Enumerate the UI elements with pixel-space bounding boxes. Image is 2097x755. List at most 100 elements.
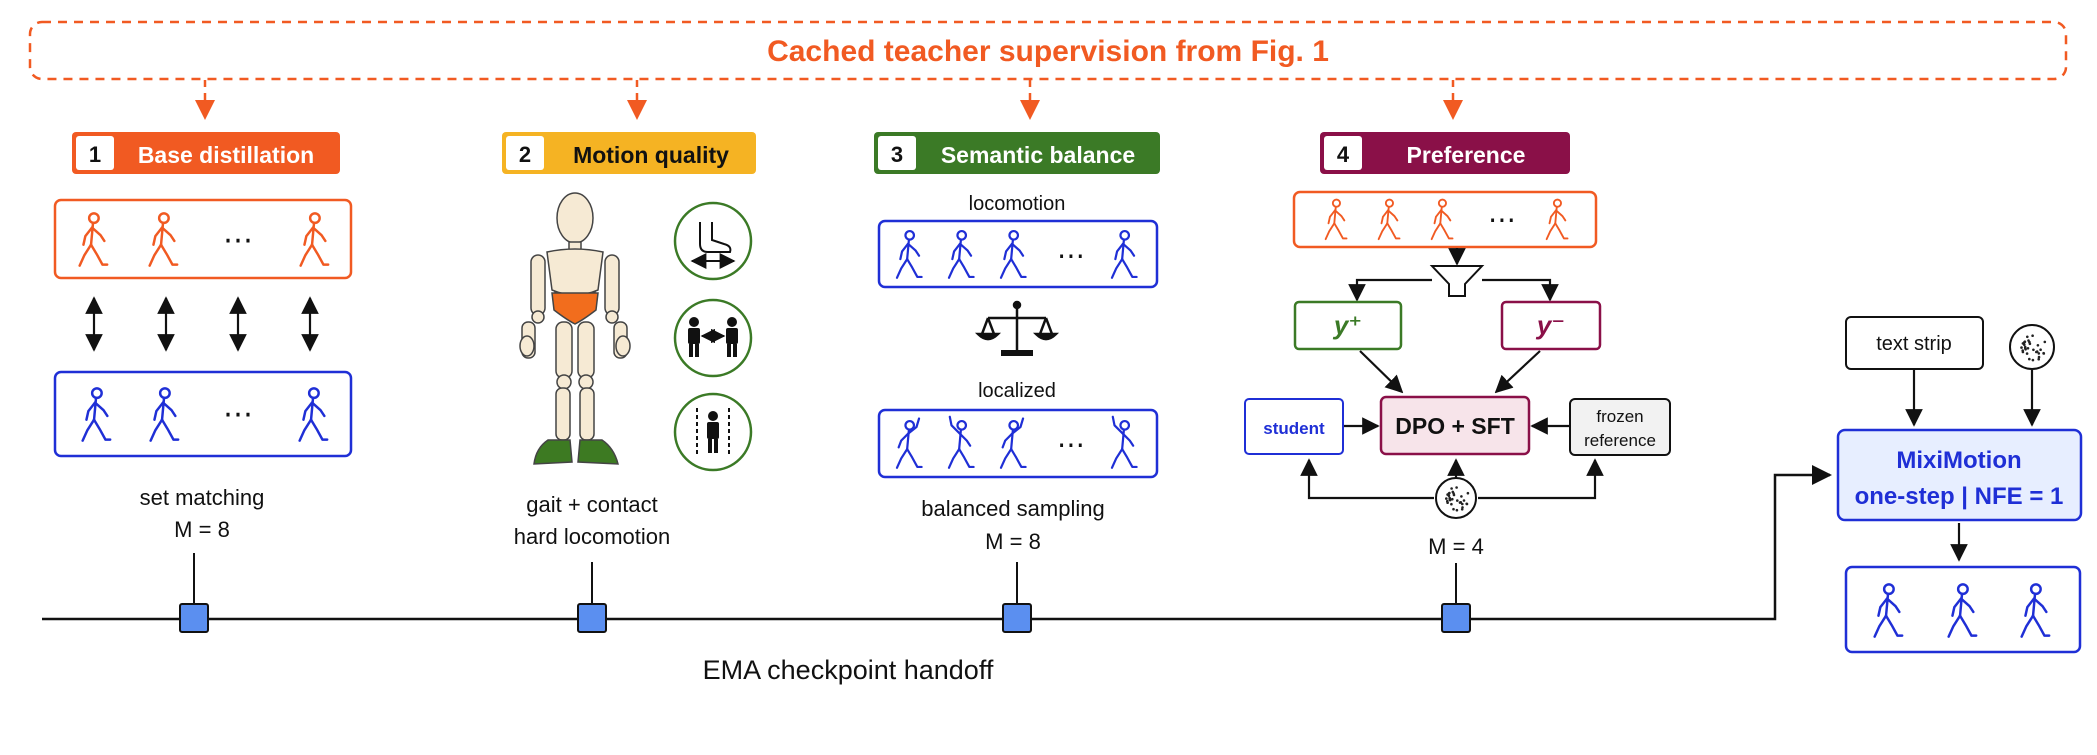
- teacher-motion-strip: [53, 198, 353, 280]
- output-noise-icon: [2009, 324, 2055, 370]
- stick-figure: [78, 212, 109, 267]
- text-strip-label: text strip: [1876, 333, 1952, 355]
- dpo-sft-label: DPO + SFT: [1395, 413, 1515, 439]
- stage-1-panel: ⋯ ⋯ set matching M = 8: [53, 198, 353, 542]
- locomotion-label: locomotion: [969, 193, 1066, 215]
- candidate-motion-strip: [1292, 190, 1598, 249]
- stage-4-number: 4: [1337, 142, 1350, 167]
- banner-border: [28, 20, 2068, 81]
- stage-3-caption: balanced sampling: [921, 496, 1104, 521]
- timeline-label: EMA checkpoint handoff: [703, 655, 994, 685]
- output-panel: text strip MixiMotion one-step | NFE = 1: [1836, 316, 2083, 654]
- stage-2-header: 2 Motion quality: [502, 132, 756, 174]
- stick-figure: [1873, 583, 1904, 638]
- stage-3-m-label: M = 8: [985, 529, 1041, 554]
- frozen-label-line-1: frozen: [1596, 407, 1643, 426]
- banner-title: Cached teacher supervision from Fig. 1: [767, 35, 1329, 68]
- stick-figure: [1324, 198, 1348, 241]
- wooden-mannequin-illustration: [519, 192, 631, 465]
- student-motion-strip: [53, 370, 353, 458]
- candidate-ellipsis: ⋯: [1488, 204, 1516, 235]
- locomotion-figures: [895, 229, 1138, 279]
- stick-figure: [299, 212, 330, 267]
- stick-figure: [1110, 415, 1138, 469]
- checkpoint-marker-3: [1002, 603, 1032, 633]
- frozen-reference-box: [1569, 398, 1671, 456]
- stick-figure: [999, 229, 1027, 279]
- stick-figure: [1545, 198, 1569, 241]
- localized-ellipsis: ⋯: [1057, 429, 1085, 460]
- stick-figure: [298, 387, 329, 442]
- stick-figure: [2020, 583, 2051, 638]
- student-figures: [81, 387, 329, 442]
- candidate-figures: [1324, 198, 1569, 241]
- preferred-sample-box: [1293, 300, 1403, 351]
- stage-1-header: 1 Base distillation: [72, 132, 340, 174]
- student-ellipsis: ⋯: [223, 398, 253, 431]
- stick-figure: [895, 417, 923, 469]
- text-strip-box: [1845, 316, 1984, 370]
- stage-4-panel: ⋯ y⁺ y⁻ DPO + SFT student frozen referen…: [1244, 190, 1671, 559]
- stage-2-number: 2: [519, 142, 531, 167]
- balance-scale-icon: [974, 300, 1060, 356]
- student-label: student: [1263, 419, 1325, 438]
- two-people-distance-icon: [673, 298, 753, 378]
- stage-2-panel: gait + contact hard locomotion: [514, 192, 753, 549]
- locomotion-ellipsis: ⋯: [1057, 240, 1085, 271]
- localized-strip: [877, 408, 1159, 479]
- teacher-supervision-banner: Cached teacher supervision from Fig. 1: [28, 20, 2068, 120]
- stage-4-header: 4 Preference: [1320, 132, 1570, 174]
- stick-figure: [148, 212, 179, 267]
- timeline-line: [42, 465, 1832, 621]
- stage-4-title: Preference: [1407, 142, 1526, 168]
- stage-4-m-label: M = 4: [1428, 534, 1484, 559]
- generated-motion-strip: [1844, 565, 2082, 654]
- stick-figure: [895, 229, 923, 279]
- checkpoint-marker-2: [577, 603, 607, 633]
- stage-1-m-label: M = 8: [174, 517, 230, 542]
- stick-figure: [149, 387, 180, 442]
- noise-icon: [1435, 477, 1477, 519]
- stage-2-caption-line-2: hard locomotion: [514, 524, 671, 549]
- stage-3-panel: locomotion ⋯ localized ⋯ balanced sampli…: [877, 193, 1159, 554]
- rejected-sample-label: y⁻: [1535, 310, 1565, 340]
- stick-figure: [947, 229, 975, 279]
- rejected-sample-box: [1500, 300, 1602, 351]
- stage-2-title: Motion quality: [573, 142, 729, 168]
- stage-1-caption: set matching: [140, 485, 265, 510]
- stage-1-title: Base distillation: [138, 142, 314, 168]
- student-box: [1244, 398, 1344, 455]
- frozen-label-line-2: reference: [1584, 431, 1656, 450]
- stick-figure: [81, 387, 112, 442]
- stick-figure: [999, 417, 1027, 469]
- teacher-figures: [78, 212, 330, 267]
- locomotion-strip: [877, 219, 1159, 289]
- preferred-sample-label: y⁺: [1332, 310, 1362, 340]
- stage-3-title: Semantic balance: [941, 142, 1135, 168]
- ema-timeline: EMA checkpoint handoff: [42, 465, 1832, 685]
- miximotion-subtitle: one-step | NFE = 1: [1855, 483, 2064, 510]
- stage-3-header: 3 Semantic balance: [874, 132, 1160, 174]
- localized-label: localized: [978, 380, 1056, 402]
- stick-figure: [1430, 198, 1454, 241]
- stick-figure: [1377, 198, 1401, 241]
- matching-arrows: [85, 296, 319, 352]
- generated-figures: [1873, 583, 2051, 638]
- banner-dashed-arrows: [195, 80, 1463, 120]
- dpo-sft-box: [1379, 395, 1531, 456]
- miximotion-title: MixiMotion: [1896, 447, 2021, 474]
- localized-figures: [895, 415, 1138, 469]
- filter-funnel-icon: [1429, 265, 1485, 297]
- stage-3-number: 3: [891, 142, 903, 167]
- stick-figure: [947, 415, 975, 469]
- stick-figure: [1947, 583, 1978, 638]
- teacher-ellipsis: ⋯: [223, 224, 253, 257]
- stage-1-number: 1: [89, 142, 101, 167]
- miximotion-box: [1836, 428, 2083, 522]
- quality-icons: [673, 201, 753, 472]
- stage-2-caption-line-1: gait + contact: [526, 492, 657, 517]
- checkpoint-marker-4: [1441, 603, 1471, 633]
- checkpoint-marker-1: [179, 603, 209, 633]
